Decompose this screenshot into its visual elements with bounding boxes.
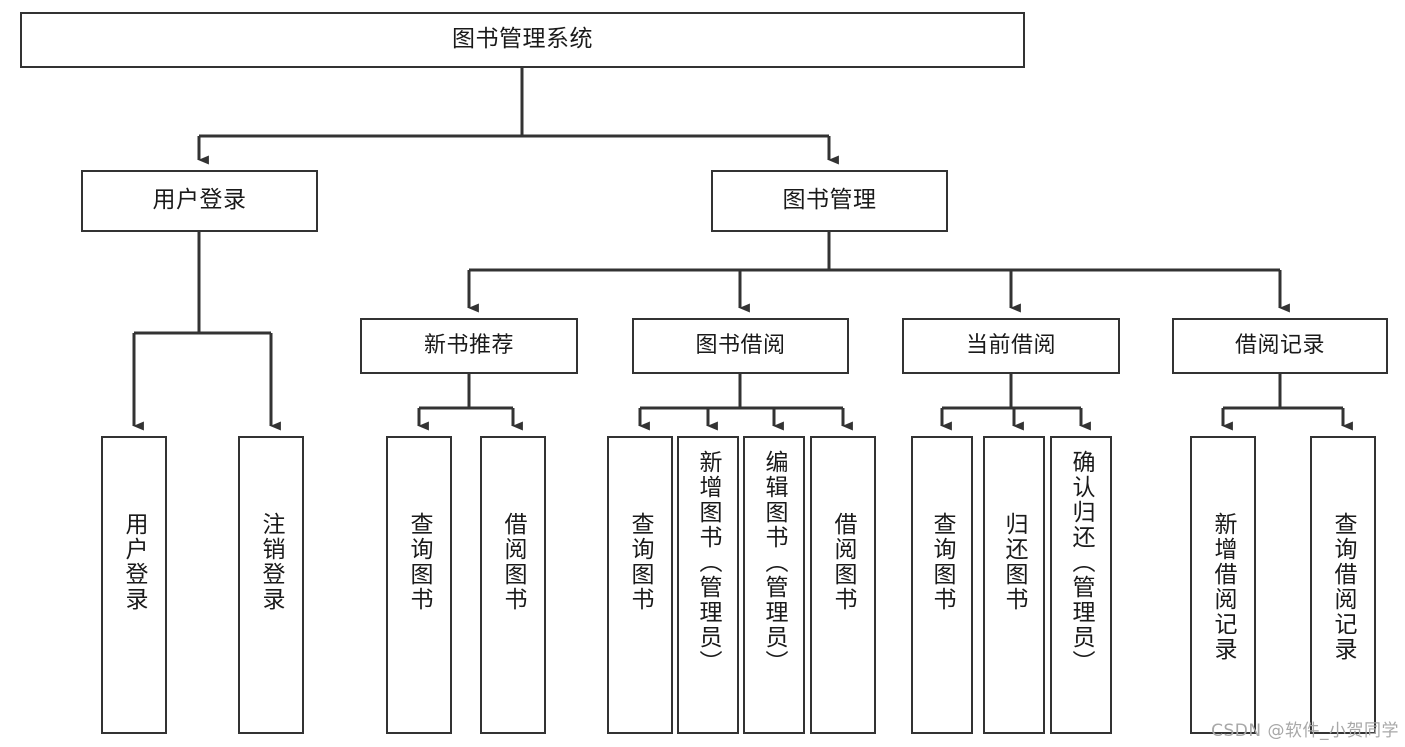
- node-leaf-edit-book-admin[interactable]: 编辑图书（管理员）: [743, 436, 805, 734]
- node-label: 注销登录: [258, 512, 285, 612]
- node-leaf-query-book-borrow[interactable]: 查询图书: [607, 436, 673, 734]
- node-borrow-record[interactable]: 借阅记录: [1172, 318, 1388, 374]
- node-label: 新书推荐: [423, 333, 514, 359]
- node-label: 查询图书: [627, 512, 654, 612]
- node-label: 借阅记录: [1234, 333, 1325, 359]
- node-label: 用户登录: [152, 187, 247, 214]
- node-label: 编辑图书（管理员）: [761, 450, 788, 675]
- node-label: 用户登录: [121, 512, 148, 612]
- node-leaf-return-book[interactable]: 归还图书: [983, 436, 1045, 734]
- node-leaf-query-book-newbook[interactable]: 查询图书: [386, 436, 452, 734]
- watermark-text: CSDN @软件_小贺同学: [1211, 721, 1399, 741]
- node-leaf-query-borrow-record[interactable]: 查询借阅记录: [1310, 436, 1376, 734]
- node-label: 新增借阅记录: [1210, 512, 1237, 662]
- node-leaf-query-book-current[interactable]: 查询图书: [911, 436, 973, 734]
- node-label: 查询借阅记录: [1330, 512, 1357, 662]
- node-root-system[interactable]: 图书管理系统: [20, 12, 1025, 68]
- node-label: 查询图书: [929, 512, 956, 612]
- node-leaf-confirm-return-admin[interactable]: 确认归还（管理员）: [1050, 436, 1112, 734]
- node-book-management[interactable]: 图书管理: [711, 170, 948, 232]
- node-leaf-borrow-book[interactable]: 借阅图书: [810, 436, 876, 734]
- node-leaf-add-borrow-record[interactable]: 新增借阅记录: [1190, 436, 1256, 734]
- node-current-borrow[interactable]: 当前借阅: [902, 318, 1120, 374]
- node-user-login[interactable]: 用户登录: [81, 170, 318, 232]
- node-label: 借阅图书: [830, 512, 857, 612]
- node-label: 图书借阅: [695, 333, 786, 359]
- node-label: 图书管理: [782, 187, 877, 214]
- node-label: 借阅图书: [500, 512, 527, 612]
- node-book-borrow[interactable]: 图书借阅: [632, 318, 849, 374]
- node-leaf-user-login[interactable]: 用户登录: [101, 436, 167, 734]
- node-label: 查询图书: [406, 512, 433, 612]
- node-leaf-add-book-admin[interactable]: 新增图书（管理员）: [677, 436, 739, 734]
- node-label: 确认归还（管理员）: [1068, 450, 1095, 675]
- node-label: 图书管理系统: [452, 26, 593, 53]
- node-leaf-borrow-book-newbook[interactable]: 借阅图书: [480, 436, 546, 734]
- node-label: 当前借阅: [965, 333, 1056, 359]
- node-leaf-logout[interactable]: 注销登录: [238, 436, 304, 734]
- node-label: 归还图书: [1001, 512, 1028, 612]
- node-label: 新增图书（管理员）: [695, 450, 722, 675]
- node-new-book-recommendation[interactable]: 新书推荐: [360, 318, 578, 374]
